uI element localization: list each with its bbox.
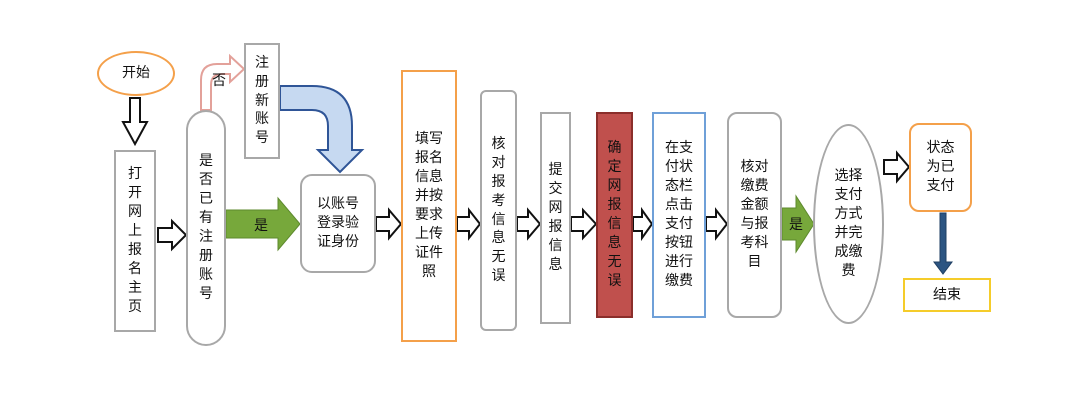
arrow-question-to-register xyxy=(200,53,246,111)
start-label: 开始 xyxy=(122,65,150,82)
check-info-label: 核 对 报 考 信 息 无 误 xyxy=(491,135,506,285)
end-node: 结束 xyxy=(903,278,991,312)
registered-question-node: 是 否 已 有 注 册 账 号 xyxy=(186,110,226,346)
pay-click-label: 在支 付状 态栏 点击 支付 按钮 进行 缴费 xyxy=(665,140,693,289)
arrow-choose-to-status xyxy=(883,150,911,184)
arrow-check-to-submit xyxy=(516,207,542,241)
status-paid-label: 状态 为已 支付 xyxy=(926,140,955,194)
status-paid-node: 状态 为已 支付 xyxy=(909,123,972,212)
label-no: 否 xyxy=(212,73,226,89)
register-label: 注 册 新 账 号 xyxy=(255,54,269,147)
login-node: 以账号 登录验 证身份 xyxy=(300,174,376,273)
fill-info-label: 填写 报名 信息 并按 要求 上传 证件 照 xyxy=(415,131,443,280)
arrow-status-to-end xyxy=(933,212,953,275)
check-fee-node: 核对 缴费 金额 与报 考科 目 xyxy=(727,112,782,318)
arrow-start-to-open xyxy=(121,97,149,147)
fill-info-node: 填写 报名 信息 并按 要求 上传 证件 照 xyxy=(401,70,457,342)
register-node: 注 册 新 账 号 xyxy=(244,43,280,159)
registered-question-label: 是 否 已 有 注 册 账 号 xyxy=(199,153,213,302)
arrow-login-to-fill xyxy=(375,207,403,241)
arrow-question-to-login xyxy=(225,196,301,252)
arrow-open-to-question xyxy=(157,218,188,252)
pay-click-node: 在支 付状 态栏 点击 支付 按钮 进行 缴费 xyxy=(652,112,706,318)
open-site-label: 打 开 网 上 报 名 主 页 xyxy=(128,166,142,315)
login-label: 以账号 登录验 证身份 xyxy=(317,196,359,250)
submit-label: 提 交 网 报 信 息 xyxy=(548,162,563,273)
arrow-confirm-to-pay xyxy=(632,206,654,242)
confirm-label: 确 定 网 报 信 息 无 误 xyxy=(607,140,622,289)
arrow-pay-to-checkfee xyxy=(705,207,729,241)
check-info-node: 核 对 报 考 信 息 无 误 xyxy=(480,90,517,331)
label-yes-1: 是 xyxy=(254,218,268,234)
arrow-submit-to-confirm xyxy=(570,207,598,241)
arrow-fill-to-check xyxy=(456,207,482,241)
open-site-node: 打 开 网 上 报 名 主 页 xyxy=(114,150,156,332)
arrow-register-to-login xyxy=(279,85,365,174)
choose-pay-node: 选择 支付 方式 并完 成缴 费 xyxy=(813,124,884,324)
end-label: 结束 xyxy=(933,286,961,303)
label-yes-2: 是 xyxy=(789,217,803,233)
arrow-checkfee-to-choose xyxy=(781,194,815,254)
submit-node: 提 交 网 报 信 息 xyxy=(540,112,571,324)
check-fee-label: 核对 缴费 金额 与报 考科 目 xyxy=(740,159,769,270)
start-node: 开始 xyxy=(97,51,175,96)
choose-pay-label: 选择 支付 方式 并完 成缴 费 xyxy=(834,168,863,279)
confirm-node: 确 定 网 报 信 息 无 误 xyxy=(596,112,633,318)
